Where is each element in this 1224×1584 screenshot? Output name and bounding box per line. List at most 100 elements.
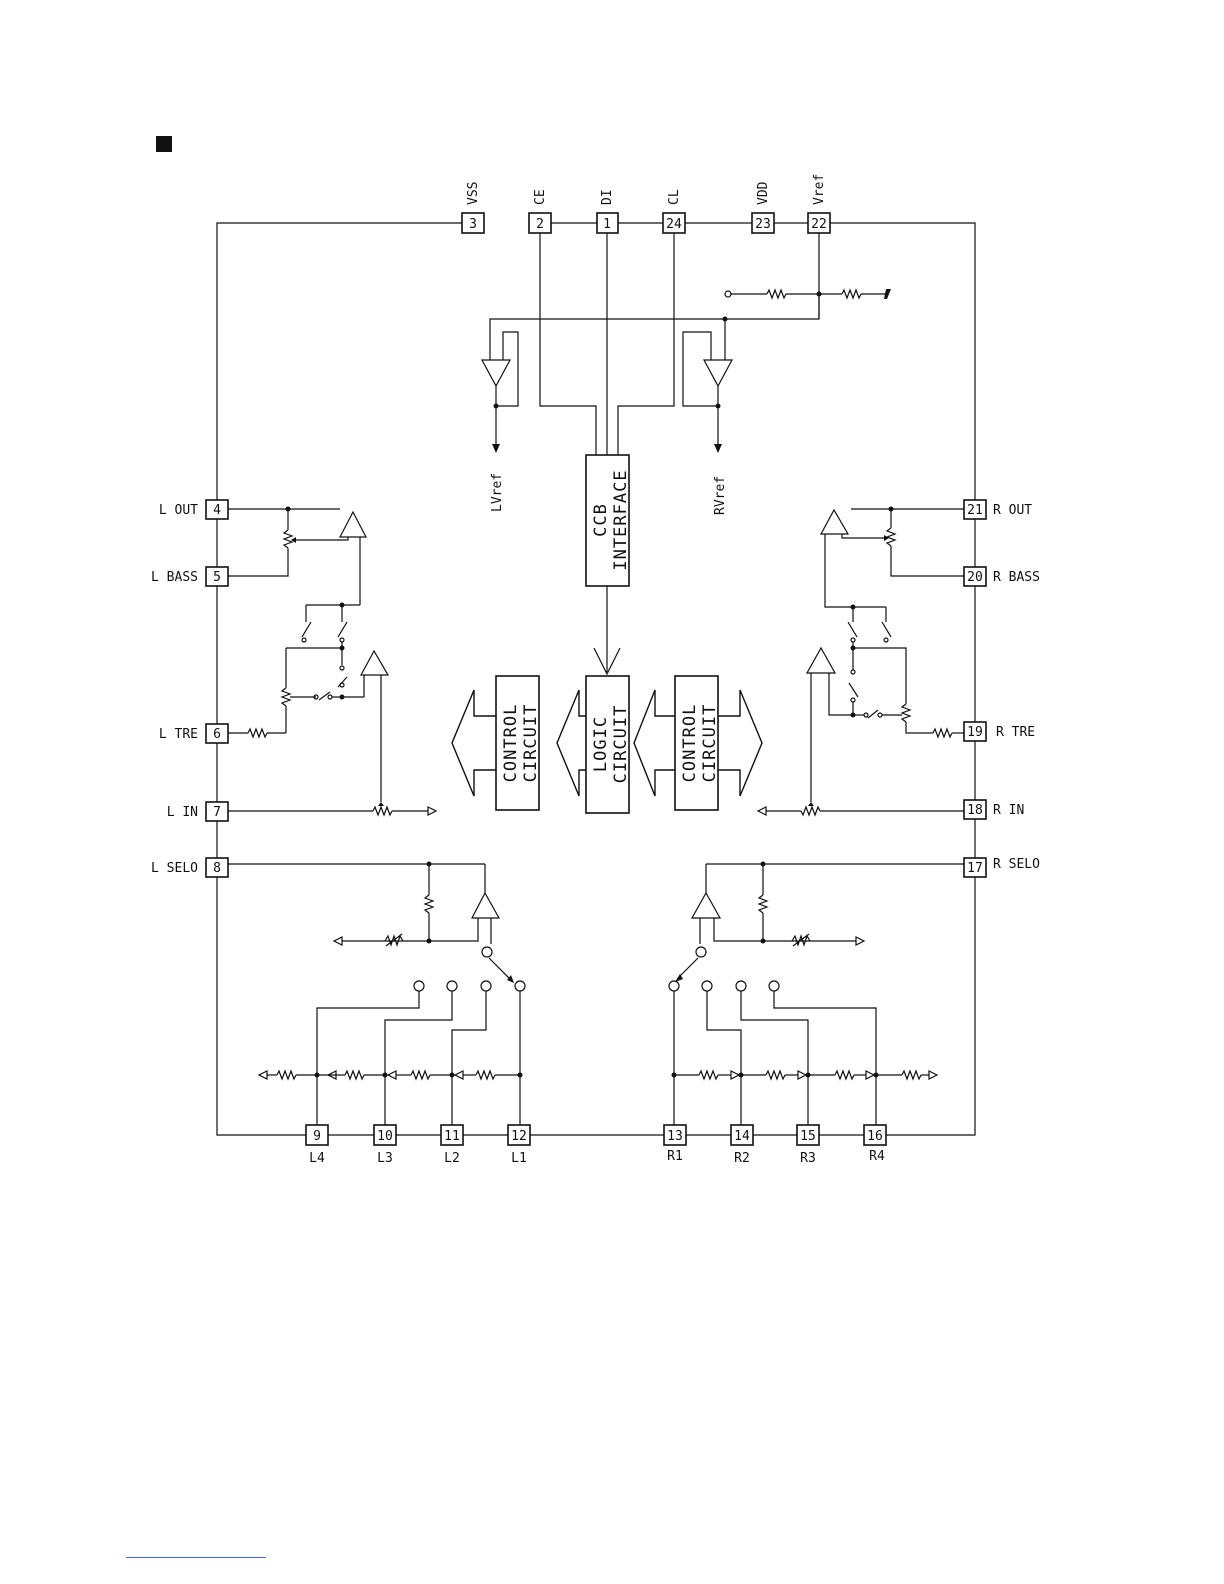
left-sel-opamp-icon xyxy=(472,893,499,918)
pin-label: R SELO xyxy=(993,857,1040,872)
control-bus-wires xyxy=(540,233,674,455)
pin-number: 15 xyxy=(800,1129,816,1144)
pin-number: 3 xyxy=(469,217,477,232)
left-selector-pivot-icon xyxy=(482,947,492,957)
pin-12: 12 L1 xyxy=(508,1125,530,1166)
pin-number: 9 xyxy=(313,1129,321,1144)
pin-13: 13 R1 xyxy=(664,1125,686,1164)
pin-16: 16 R4 xyxy=(864,1125,886,1164)
pin-24: 24 CL xyxy=(663,189,685,233)
pin-11: 11 L2 xyxy=(441,1125,463,1166)
pin-label: R3 xyxy=(800,1151,816,1166)
ccb-interface-block: CCB INTERFACE xyxy=(586,455,631,586)
pin-label: Vref xyxy=(812,174,827,205)
pin-label: R TRE xyxy=(996,725,1035,740)
pin-number: 22 xyxy=(811,217,827,232)
right-selector-circuit xyxy=(669,862,964,1126)
lvref-opamp-icon xyxy=(482,360,510,386)
control-left-label-line1: CONTROL xyxy=(501,704,521,783)
pin-5: 5 L BASS xyxy=(151,567,228,586)
pin-1: 1 DI xyxy=(597,189,618,233)
ccb-to-logic-arrow-icon xyxy=(594,586,620,674)
pin-number: 14 xyxy=(734,1129,750,1144)
right-sel-opamp-icon xyxy=(692,893,720,918)
pin-15: 15 R3 xyxy=(797,1125,819,1166)
pin-label: CL xyxy=(667,189,682,205)
pin-number: 8 xyxy=(213,861,221,876)
pin-label: CE xyxy=(533,189,548,205)
pin-label: L1 xyxy=(511,1151,527,1166)
pin-number: 16 xyxy=(867,1129,883,1144)
pin-label: R4 xyxy=(869,1149,885,1164)
pin-label: VDD xyxy=(756,181,771,205)
pin-10: 10 L3 xyxy=(374,1125,396,1166)
pin-18: 18 R IN xyxy=(964,800,1024,819)
bus-arrow-right-out-icon xyxy=(718,690,762,796)
right-tre-opamp-icon xyxy=(807,648,835,673)
pin-label: L3 xyxy=(377,1151,393,1166)
pin-19: 19 R TRE xyxy=(964,722,1035,741)
bus-arrow-right-logic-icon xyxy=(634,690,675,796)
pin-20: 20 R BASS xyxy=(964,567,1040,586)
pin-number: 1 xyxy=(603,217,611,232)
pin-label: R IN xyxy=(993,803,1024,818)
pin-label: L SELO xyxy=(151,861,198,876)
pin-number: 2 xyxy=(536,217,544,232)
bus-arrow-logic-left-icon xyxy=(557,690,586,796)
pin-number: 7 xyxy=(213,805,221,820)
pin-number: 10 xyxy=(377,1129,393,1144)
pin-number: 24 xyxy=(666,217,682,232)
ground-icon xyxy=(884,289,891,299)
pin-number: 12 xyxy=(511,1129,527,1144)
pin-label: L BASS xyxy=(151,570,198,585)
pin-label: DI xyxy=(600,189,615,205)
pin-21: 21 R OUT xyxy=(964,500,1032,519)
pin-label: R OUT xyxy=(993,503,1032,518)
pin-number: 20 xyxy=(967,570,983,585)
pin-7: 7 L IN xyxy=(167,802,228,821)
lvref-buffer: LVref xyxy=(482,332,518,512)
logic-label-line1: LOGIC xyxy=(591,716,611,772)
left-tre-opamp-icon xyxy=(361,651,388,675)
pin-label: R BASS xyxy=(993,570,1040,585)
pin-label: L IN xyxy=(167,805,198,820)
logic-circuit-block: LOGIC CIRCUIT xyxy=(586,676,631,813)
pin-2: 2 CE xyxy=(529,189,551,233)
rvref-opamp-icon xyxy=(704,360,732,386)
pin-number: 17 xyxy=(967,861,983,876)
pin-label: L TRE xyxy=(159,727,198,742)
pin-label: VSS xyxy=(466,182,481,205)
pin-number: 5 xyxy=(213,570,221,585)
pin-4: 4 L OUT xyxy=(159,500,228,519)
vref-network xyxy=(490,233,891,360)
pin-number: 6 xyxy=(213,727,221,742)
pin-number: 21 xyxy=(967,503,983,518)
control-right-label-line2: CIRCUIT xyxy=(700,704,720,783)
pin-label: L4 xyxy=(309,1151,325,1166)
rvref-buffer: RVref xyxy=(683,332,732,515)
left-tone-circuit xyxy=(228,507,436,816)
pin-8: 8 L SELO xyxy=(151,858,228,877)
left-selector-circuit xyxy=(228,862,525,1126)
control-circuit-left-block: CONTROL CIRCUIT xyxy=(496,676,541,810)
pin-label: L2 xyxy=(444,1151,460,1166)
pin-17: 17 R SELO xyxy=(964,857,1040,877)
pin-label: L OUT xyxy=(159,503,198,518)
pin-9: 9 L4 xyxy=(306,1125,328,1166)
pin-number: 19 xyxy=(967,725,983,740)
section-marker-icon xyxy=(156,136,172,152)
ccb-label-line2: INTERFACE xyxy=(611,469,631,570)
pin-6: 6 L TRE xyxy=(159,724,228,743)
right-tone-circuit xyxy=(758,507,964,816)
pin-14: 14 R2 xyxy=(731,1125,753,1166)
pin-3: 3 VSS xyxy=(462,182,484,233)
left-out-opamp-icon xyxy=(340,512,366,537)
pin-number: 4 xyxy=(213,503,221,518)
lvref-label: LVref xyxy=(490,473,505,512)
pin-label: R2 xyxy=(734,1151,750,1166)
pin-number: 18 xyxy=(967,803,983,818)
pin-23: 23 VDD xyxy=(752,181,774,233)
control-circuit-right-block: CONTROL CIRCUIT xyxy=(675,676,720,810)
logic-label-line2: CIRCUIT xyxy=(611,705,631,784)
